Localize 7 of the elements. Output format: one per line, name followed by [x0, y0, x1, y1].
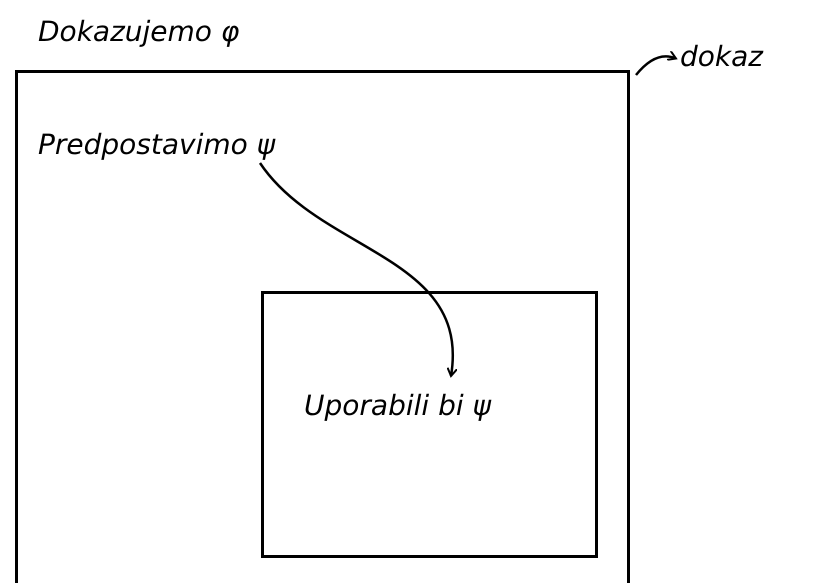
box-heading: Dokazujemo φ — [38, 15, 240, 48]
arrow — [635, 50, 677, 76]
label-text: dokaz — [680, 40, 763, 73]
box-text: Uporabili bi ψ — [304, 389, 492, 422]
arrow — [259, 162, 458, 377]
assumption-text: Predpostavimo ψ — [38, 128, 275, 161]
subproof-box — [261, 291, 598, 558]
